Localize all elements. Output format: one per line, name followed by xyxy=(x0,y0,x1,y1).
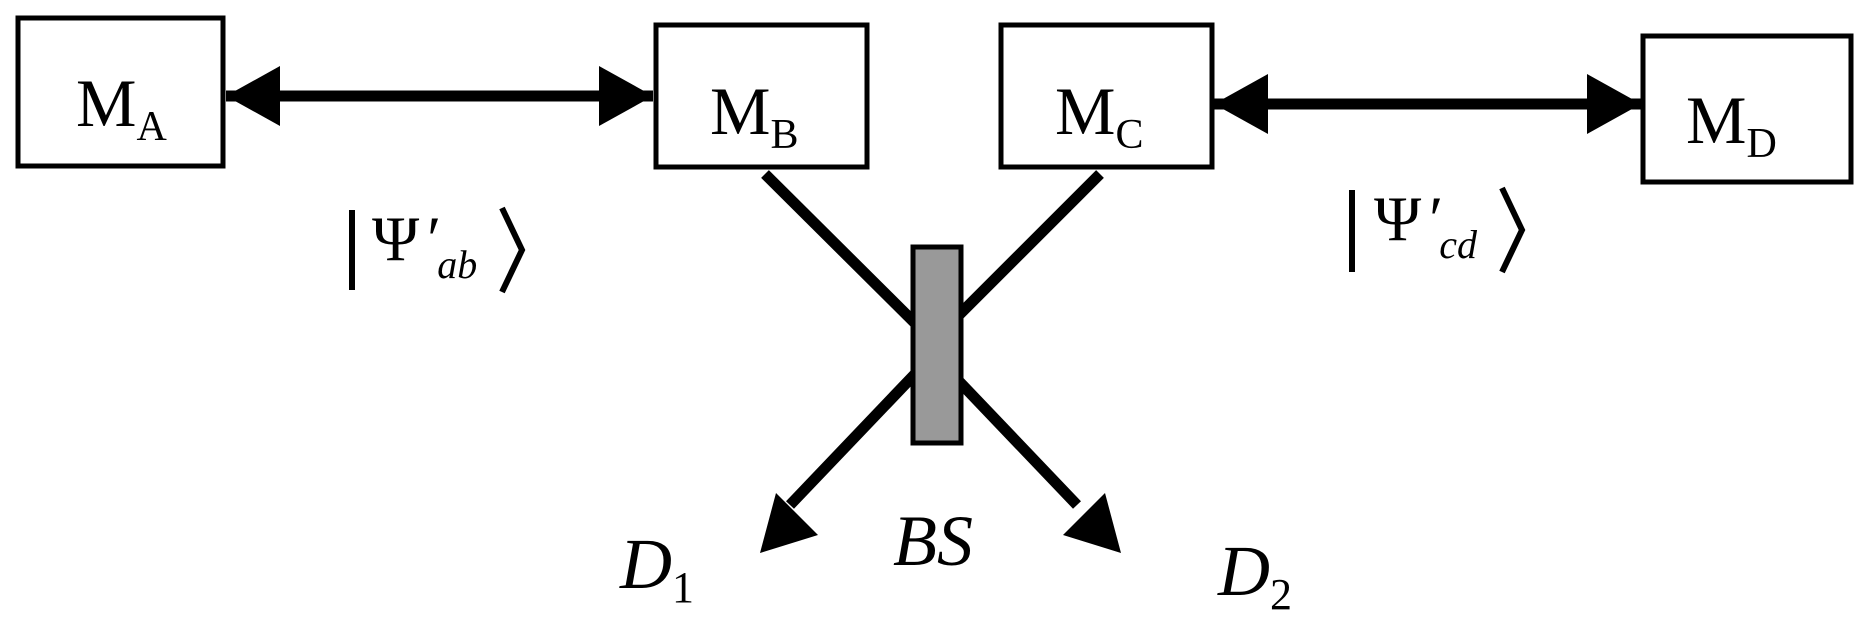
detector-d1-label: D1 xyxy=(619,524,694,612)
memory-c-label: MC xyxy=(1055,73,1143,158)
path-b-to-bs xyxy=(761,170,942,350)
memory-box-c: MC xyxy=(998,22,1215,170)
link-arrow-cd xyxy=(1214,74,1641,134)
beam-splitter xyxy=(910,244,964,446)
memory-box-a: MA xyxy=(15,15,226,169)
memory-d-label: MD xyxy=(1686,82,1777,167)
link-arrow-ab xyxy=(226,66,653,126)
memory-box-d: MD xyxy=(1640,33,1854,185)
state-ab-text: Ψ′ab xyxy=(372,203,477,287)
beam-splitter-label: BS xyxy=(893,501,973,581)
state-label-cd: Ψ′cd xyxy=(1349,183,1526,274)
memory-a-label: MA xyxy=(76,65,167,150)
detector-d2-label: D2 xyxy=(1217,531,1292,619)
memory-box-b: MB xyxy=(653,22,870,170)
path-bs-to-d2 xyxy=(948,370,1121,553)
memory-b-label: MB xyxy=(710,73,798,158)
state-cd-text: Ψ′cd xyxy=(1374,183,1478,267)
path-bs-to-d1 xyxy=(760,370,919,553)
state-label-ab: Ψ′ab xyxy=(349,203,526,294)
